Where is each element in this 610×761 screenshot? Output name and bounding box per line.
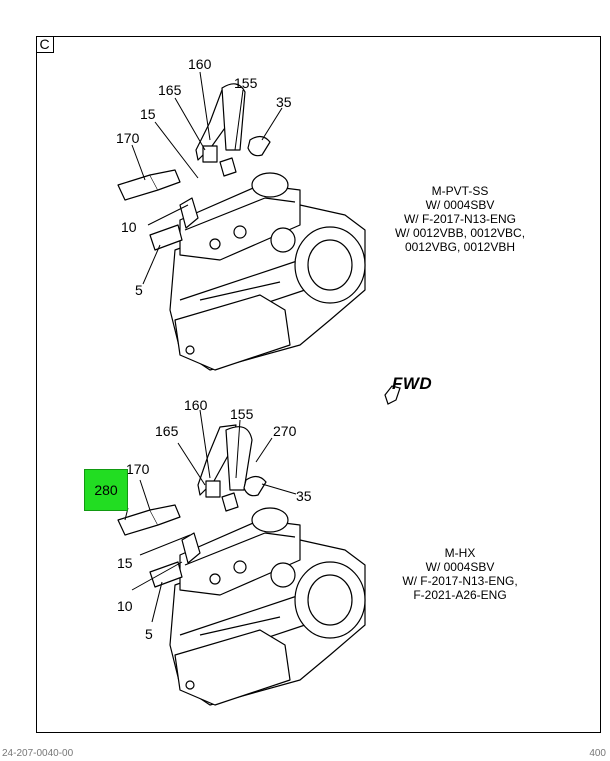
highlighted-part-280[interactable]: 280 — [84, 469, 128, 511]
diagram-frame — [36, 36, 601, 733]
callout-top-165: 165 — [158, 82, 182, 98]
callout-bottom-35: 35 — [296, 488, 312, 504]
callout-bottom-10: 10 — [117, 598, 133, 614]
callout-bottom-155: 155 — [230, 406, 254, 422]
callout-top-155: 155 — [234, 75, 258, 91]
callout-top-10: 10 — [121, 219, 137, 235]
top-compressor-drawing — [117, 83, 366, 371]
fwd-arrow — [384, 385, 401, 405]
callout-bottom-170: 170 — [126, 461, 150, 477]
top-note-line-4: W/ 0012VBB, 0012VBC, — [394, 226, 526, 240]
callout-top-170: 170 — [116, 130, 140, 146]
top-note-line-5: 0012VBG, 0012VBH — [404, 240, 516, 254]
callout-top-160: 160 — [188, 56, 212, 72]
callout-bottom-5: 5 — [145, 626, 153, 642]
callout-bottom-270: 270 — [273, 423, 297, 439]
section-letter: C — [36, 36, 54, 53]
top-note-line-2: W/ 0004SBV — [425, 198, 495, 212]
bottom-note-line-1: M-HX — [444, 546, 476, 560]
callout-top-15: 15 — [140, 106, 156, 122]
bottom-compressor-drawing — [117, 424, 366, 706]
footer-drawing-id: 24-207-0040-00 — [2, 748, 74, 759]
callout-bottom-15: 15 — [117, 555, 133, 571]
callout-top-5: 5 — [135, 282, 143, 298]
bottom-note-line-4: F-2021-A26-ENG — [413, 588, 507, 602]
bottom-note-line-3: W/ F-2017-N13-ENG, — [402, 574, 518, 588]
bottom-applicability-note: M-HX W/ 0004SBV W/ F-2017-N13-ENG, F-202… — [385, 546, 535, 602]
callout-bottom-160: 160 — [184, 397, 208, 413]
callout-bottom-165: 165 — [155, 423, 179, 439]
fwd-label: FWD — [392, 374, 433, 393]
callout-top-35: 35 — [276, 94, 292, 110]
bottom-note-line-2: W/ 0004SBV — [425, 560, 495, 574]
footer-page-number: 400 — [589, 748, 606, 759]
top-note-line-1: M-PVT-SS — [431, 184, 489, 198]
top-applicability-note: M-PVT-SS W/ 0004SBV W/ F-2017-N13-ENG W/… — [385, 184, 535, 254]
top-note-line-3: W/ F-2017-N13-ENG — [403, 212, 517, 226]
